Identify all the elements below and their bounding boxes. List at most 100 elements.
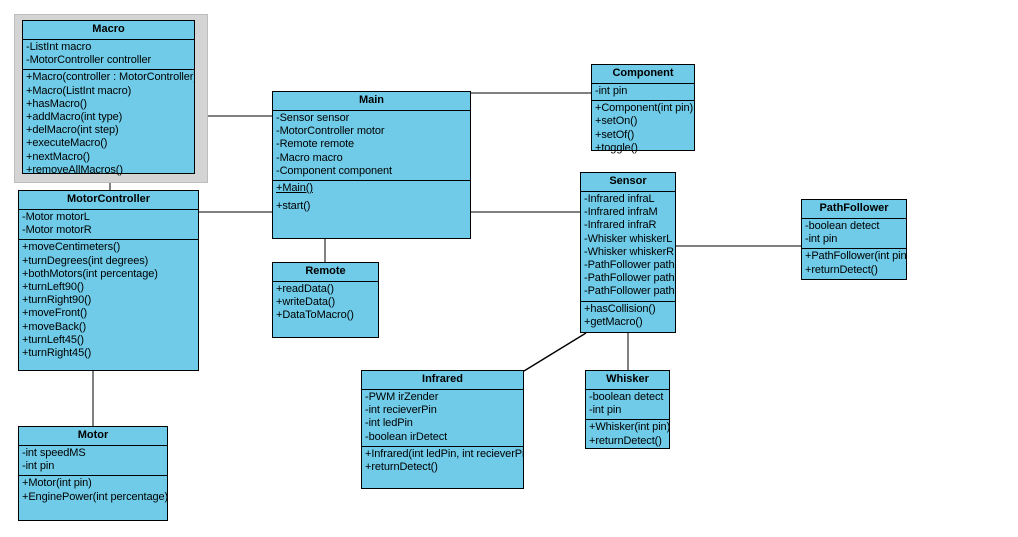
method-row: +Whisker(int pin)	[589, 421, 669, 434]
method-row: +Motor(int pin)	[22, 477, 92, 490]
class-title-remote: Remote	[273, 263, 378, 282]
method-row: +turnLeft90()	[22, 281, 84, 294]
attribute-row: -boolean irDetect	[365, 430, 448, 443]
attribute-row: -boolean detect	[589, 391, 664, 403]
class-title-main: Main	[273, 92, 470, 111]
class-box-motor[interactable]: Motor -int speedMS -int pin +Motor(int p…	[18, 426, 168, 521]
method-row: +addMacro(int type)	[26, 111, 123, 124]
attribute-row: -PathFollower pathL	[584, 259, 675, 272]
attribute-row: -PWM irZender	[365, 391, 439, 403]
method-row: +EnginePower(int percentage)	[22, 490, 167, 503]
method-row: +executeMacro()	[26, 137, 108, 150]
attribute-row: -int recieverPin	[365, 404, 437, 417]
attribute-row: -int pin	[595, 85, 628, 97]
attribute-row: -Remote remote	[276, 138, 355, 151]
class-box-pathfollower[interactable]: PathFollower -boolean detect -int pin +P…	[801, 199, 907, 280]
attribute-row: -Infrared infraR	[584, 219, 657, 232]
class-title-pathfollower: PathFollower	[802, 200, 906, 219]
class-box-component[interactable]: Component -int pin +Component(int pin) +…	[591, 64, 695, 154]
method-row: +hasMacro()	[26, 97, 87, 110]
method-row: +turnLeft45()	[22, 333, 84, 346]
method-row: +removeAllMacros()	[26, 163, 123, 176]
method-row: +moveFront()	[22, 307, 88, 320]
class-box-whisker[interactable]: Whisker -boolean detect -int pin +Whiske…	[585, 370, 670, 449]
methods-remote: +readData() +writeData() +DataToMacro()	[273, 282, 378, 325]
methods-motorcontroller: +moveCentimeters() +turnDegrees(int degr…	[19, 240, 198, 362]
attributes-infrared: -PWM irZender -int recieverPin -int ledP…	[362, 390, 523, 447]
attribute-row: -MotorController motor	[276, 125, 385, 138]
method-row: +start()	[276, 200, 311, 213]
class-title-whisker: Whisker	[586, 371, 669, 390]
methods-main: +Main() +start()	[273, 181, 470, 215]
methods-infrared: +Infrared(int ledPin, int recieverPin) +…	[362, 447, 523, 476]
method-row: +returnDetect()	[365, 461, 438, 474]
attributes-component: -int pin	[592, 84, 694, 102]
method-row: +returnDetect()	[805, 263, 878, 276]
method-row: +setOf()	[595, 128, 635, 141]
attribute-row: -PathFollower pathR	[584, 285, 675, 298]
attribute-row: -Motor motorL	[22, 211, 90, 223]
methods-macro: +Macro(controller : MotorController) +Ma…	[23, 70, 194, 179]
attribute-row: -PathFollower pathM	[584, 272, 675, 285]
attribute-row: -int ledPin	[365, 417, 413, 430]
class-box-infrared[interactable]: Infrared -PWM irZender -int recieverPin …	[361, 370, 524, 489]
method-row: +Macro(controller : MotorController)	[26, 71, 194, 84]
attribute-row: -Macro macro	[276, 151, 343, 164]
method-row: +bothMotors(int percentage)	[22, 267, 158, 280]
method-row-static: +Main()	[276, 182, 313, 195]
edge-sensor-infrared	[523, 332, 587, 372]
attributes-sensor: -Infrared infraL -Infrared infraM -Infra…	[581, 192, 675, 302]
attribute-row: -int speedMS	[22, 447, 86, 459]
class-box-main[interactable]: Main -Sensor sensor -MotorController mot…	[272, 91, 471, 239]
attributes-motor: -int speedMS -int pin	[19, 446, 167, 477]
attributes-motorcontroller: -Motor motorL -Motor motorR	[19, 210, 198, 241]
method-row: +Component(int pin)	[595, 102, 694, 115]
class-title-infrared: Infrared	[362, 371, 523, 390]
attributes-main: -Sensor sensor -MotorController motor -R…	[273, 111, 470, 182]
methods-motor: +Motor(int pin) +EnginePower(int percent…	[19, 476, 167, 505]
method-row: +getMacro()	[584, 315, 643, 328]
attributes-pathfollower: -boolean detect -int pin	[802, 219, 906, 250]
attribute-row: -Motor motorR	[22, 224, 92, 237]
attribute-row: -int pin	[22, 460, 55, 473]
method-row: +setOn()	[595, 115, 638, 128]
attribute-row: -boolean detect	[805, 220, 880, 232]
class-title-sensor: Sensor	[581, 173, 675, 192]
method-row: +delMacro(int step)	[26, 124, 119, 137]
class-title-component: Component	[592, 65, 694, 84]
method-row: +PathFollower(int pin)	[805, 250, 906, 263]
method-row: +hasCollision()	[584, 302, 656, 315]
attribute-row: -int pin	[589, 404, 622, 417]
method-row: +toggle()	[595, 141, 638, 154]
attributes-whisker: -boolean detect -int pin	[586, 390, 669, 421]
class-title-macro: Macro	[23, 21, 194, 40]
class-box-remote[interactable]: Remote +readData() +writeData() +DataToM…	[272, 262, 379, 338]
method-row: +Infrared(int ledPin, int recieverPin)	[365, 447, 523, 460]
methods-sensor: +hasCollision() +getMacro()	[581, 302, 675, 331]
attribute-row: -Component component	[276, 164, 393, 177]
attribute-row: -Whisker whiskerR	[584, 245, 674, 258]
class-box-macro[interactable]: Macro -ListInt macro -MotorController co…	[22, 20, 195, 176]
methods-pathfollower: +PathFollower(int pin) +returnDetect()	[802, 249, 906, 278]
class-title-motor: Motor	[19, 427, 167, 446]
class-title-motorcontroller: MotorController	[19, 191, 198, 210]
attribute-row: -Sensor sensor	[276, 112, 350, 124]
method-row: +DataToMacro()	[276, 309, 354, 322]
method-row: +turnDegrees(int degrees)	[22, 254, 149, 267]
class-box-sensor[interactable]: Sensor -Infrared infraL -Infrared infraM…	[580, 172, 676, 333]
methods-component: +Component(int pin) +setOn() +setOf() +t…	[592, 101, 694, 157]
attribute-row: -int pin	[805, 233, 838, 246]
methods-whisker: +Whisker(int pin) +returnDetect()	[586, 420, 669, 449]
method-row: +returnDetect()	[589, 434, 662, 447]
method-row: +turnRight45()	[22, 347, 92, 360]
method-row: +moveCentimeters()	[22, 241, 121, 254]
attribute-row: -MotorController controller	[26, 54, 152, 67]
method-row: +moveBack()	[22, 320, 87, 333]
attributes-macro: -ListInt macro -MotorController controll…	[23, 40, 194, 71]
method-row: +writeData()	[276, 296, 336, 309]
method-row: +turnRight90()	[22, 294, 92, 307]
attribute-row: -Infrared infraL	[584, 193, 655, 205]
class-box-motorcontroller[interactable]: MotorController -Motor motorL -Motor mot…	[18, 190, 199, 371]
